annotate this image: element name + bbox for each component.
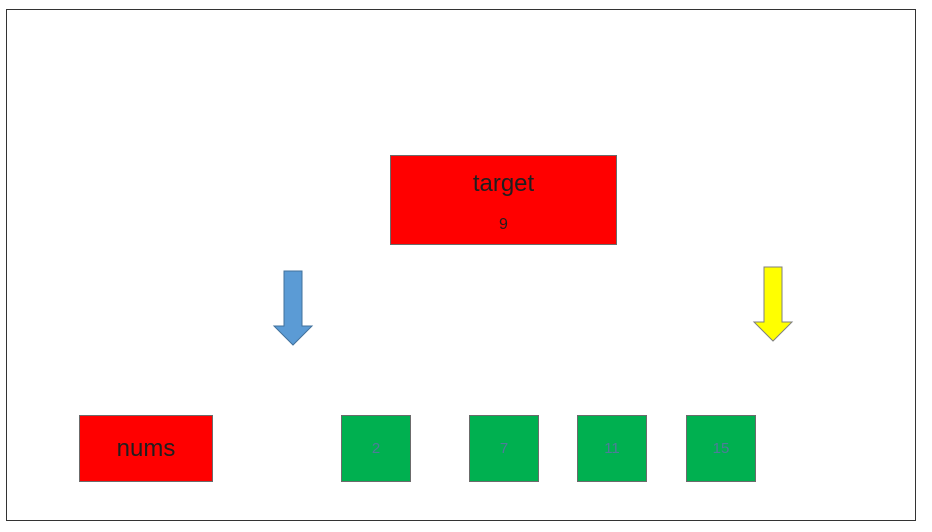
left-pointer-arrow-icon xyxy=(272,270,314,346)
target-label: target xyxy=(472,170,535,197)
nums-cell-1: 7 xyxy=(469,415,539,482)
target-box: target 9 xyxy=(390,155,617,245)
left-arrow-shape xyxy=(272,270,314,346)
nums-box: nums xyxy=(79,415,213,482)
nums-cell-0: 2 xyxy=(341,415,411,482)
right-pointer-arrow-icon xyxy=(752,266,794,342)
right-arrow-shape xyxy=(752,266,794,342)
nums-cell-2: 11 xyxy=(577,415,647,482)
nums-cell-3: 15 xyxy=(686,415,756,482)
target-value: 9 xyxy=(499,216,508,233)
